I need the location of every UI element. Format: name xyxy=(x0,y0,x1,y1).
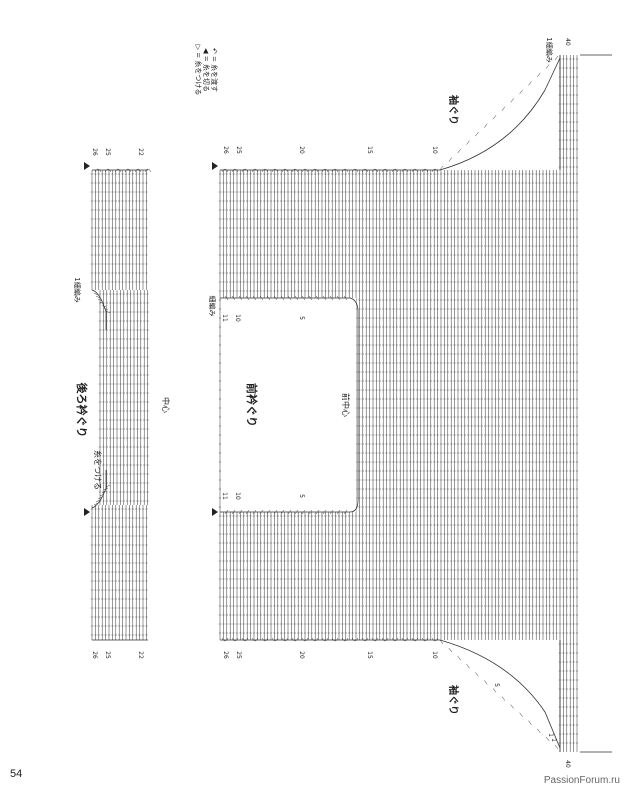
neck-stitch xyxy=(97,298,103,302)
neck-stitch xyxy=(103,487,109,491)
neck-stitch xyxy=(93,502,99,506)
neck-stitch xyxy=(99,301,105,305)
back-neck-curve-top xyxy=(91,289,107,330)
neck-stitch xyxy=(93,292,99,296)
chain-loop xyxy=(124,168,132,173)
neck-stitch xyxy=(95,499,101,503)
chain-loop xyxy=(134,168,142,173)
chain-loop xyxy=(114,168,122,173)
neck-stitch xyxy=(99,493,105,497)
neck-stitch xyxy=(91,289,97,293)
neck-stitch xyxy=(95,295,101,299)
chain-loop xyxy=(94,168,102,173)
neck-stitch xyxy=(101,490,107,494)
neck-stitch xyxy=(97,496,103,500)
neck-stitch xyxy=(105,484,111,488)
chain-loop xyxy=(104,168,112,173)
neck-stitch xyxy=(103,307,109,311)
chain-loop xyxy=(144,168,152,173)
neck-stitch xyxy=(91,505,97,509)
neck-stitch xyxy=(101,304,107,308)
neck-stitch xyxy=(105,310,111,314)
